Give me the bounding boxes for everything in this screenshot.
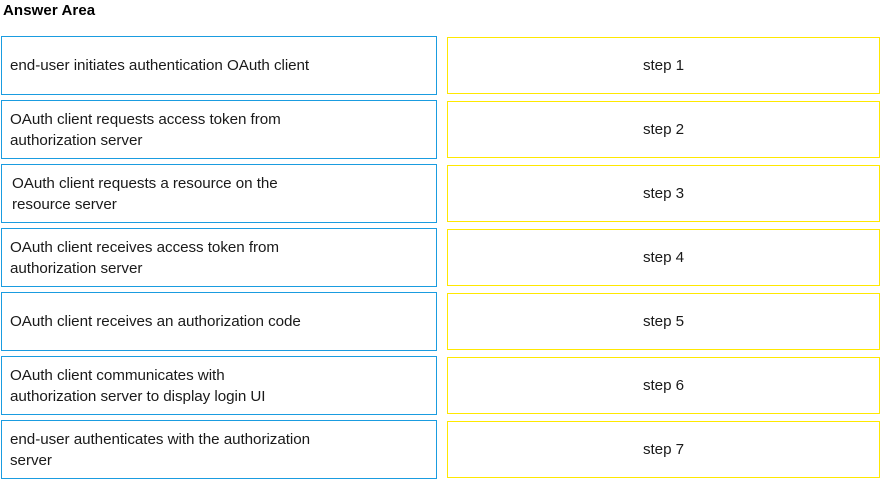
statement-box-5[interactable]: OAuth client receives an authorization c… — [1, 292, 437, 351]
answer-row: OAuth client requests a resource on the … — [0, 164, 886, 223]
statement-text: OAuth client requests access token from … — [10, 110, 281, 149]
statement-box-6[interactable]: OAuth client communicates with authoriza… — [1, 356, 437, 415]
answer-row: OAuth client requests access token from … — [0, 100, 886, 159]
statement-text: end-user initiates authentication OAuth … — [10, 57, 310, 74]
statement-box-1[interactable]: end-user initiates authentication OAuth … — [1, 36, 437, 95]
statement-box-3[interactable]: OAuth client requests a resource on the … — [1, 164, 437, 223]
statement-box-2[interactable]: OAuth client requests access token from … — [1, 100, 437, 159]
statement-text: OAuth client receives access token from … — [10, 238, 280, 277]
step-box-4[interactable]: step 4 — [447, 229, 880, 286]
step-box-1[interactable]: step 1 — [447, 37, 880, 94]
step-label: step 4 — [642, 249, 685, 266]
step-box-2[interactable]: step 2 — [447, 101, 880, 158]
statement-box-4[interactable]: OAuth client receives access token from … — [1, 228, 437, 287]
step-label: step 3 — [642, 185, 685, 202]
step-label: step 7 — [642, 441, 685, 458]
answer-row: end-user initiates authentication OAuth … — [0, 36, 886, 95]
step-label: step 1 — [642, 57, 685, 74]
step-label: step 5 — [642, 313, 685, 330]
statement-text: OAuth client requests a resource on the … — [12, 174, 278, 213]
step-box-3[interactable]: step 3 — [447, 165, 880, 222]
step-box-7[interactable]: step 7 — [447, 421, 880, 478]
answer-row: OAuth client receives an authorization c… — [0, 292, 886, 351]
step-label: step 2 — [642, 121, 685, 138]
statement-text: OAuth client communicates with authoriza… — [10, 366, 266, 405]
answer-row: OAuth client receives access token from … — [0, 228, 886, 287]
answer-area: end-user initiates authentication OAuth … — [0, 36, 886, 483]
page-title: Answer Area — [3, 2, 96, 19]
step-label: step 6 — [642, 377, 685, 394]
answer-row: end-user authenticates with the authoriz… — [0, 420, 886, 479]
answer-row: OAuth client communicates with authoriza… — [0, 356, 886, 415]
statement-text: OAuth client receives an authorization c… — [10, 313, 301, 330]
statement-box-7[interactable]: end-user authenticates with the authoriz… — [1, 420, 437, 479]
statement-text: end-user authenticates with the authoriz… — [10, 430, 311, 469]
step-box-6[interactable]: step 6 — [447, 357, 880, 414]
step-box-5[interactable]: step 5 — [447, 293, 880, 350]
